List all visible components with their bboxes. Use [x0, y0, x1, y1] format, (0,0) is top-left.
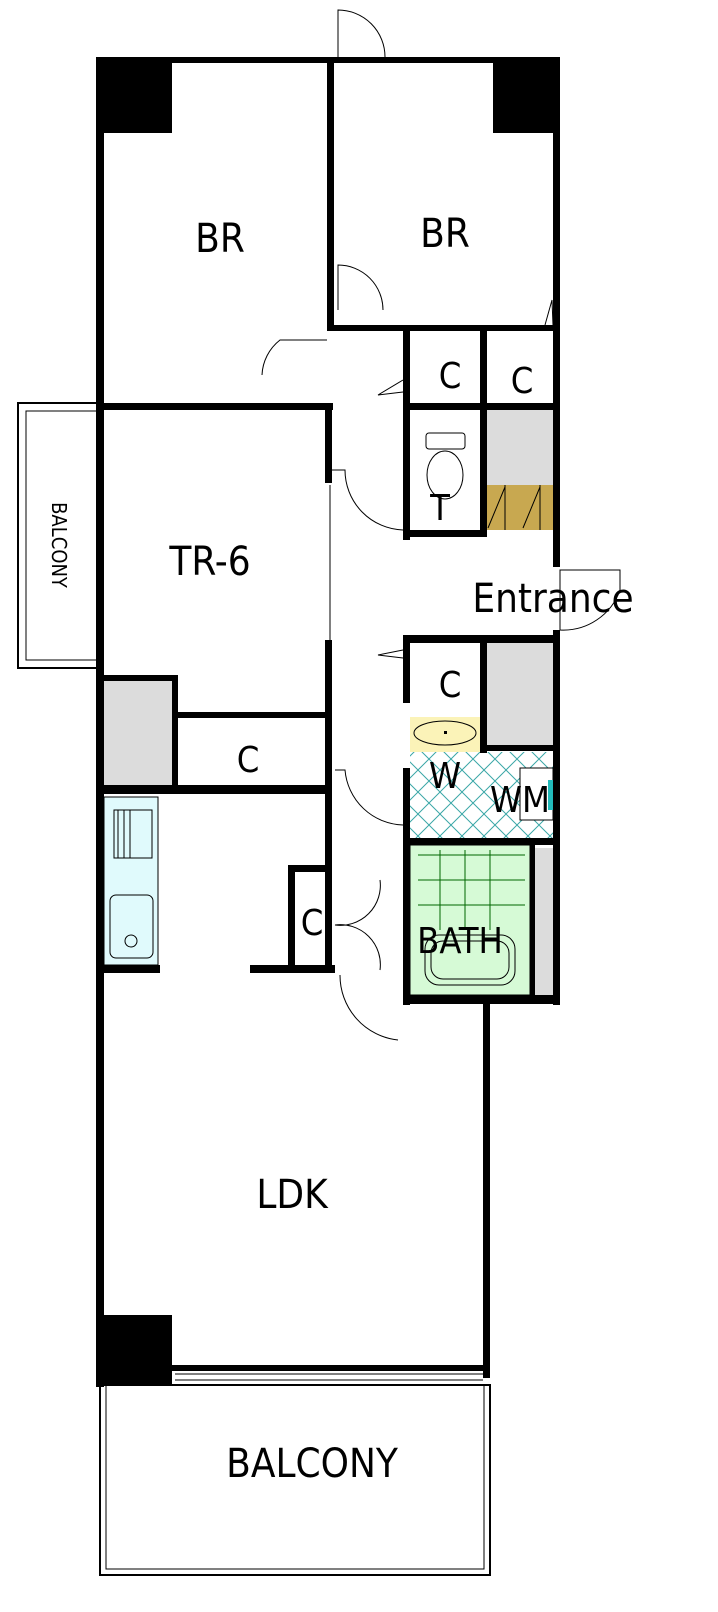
stove-icon: [113, 809, 153, 859]
room-label-br-left: BR: [195, 216, 245, 262]
shoe-box: [487, 485, 553, 530]
storage-gray-2: [487, 643, 553, 745]
washbasin: [410, 717, 480, 752]
closet-label-1: C: [439, 356, 462, 397]
toilet-icon: [425, 432, 466, 500]
room-label-ldk: LDK: [256, 1172, 329, 1218]
toilet-label: T: [429, 488, 450, 529]
kitchen-counter: [103, 796, 159, 966]
sink-icon: [109, 894, 154, 959]
closet-label-3: C: [237, 740, 260, 781]
doors[interactable]: [261, 9, 621, 1041]
storage-gray-4: [535, 848, 553, 995]
closet-label-4: C: [439, 665, 462, 706]
bath-label: BATH: [417, 921, 503, 962]
room-label-tr6: TR-6: [168, 539, 250, 585]
bottom-balcony-label: BALCONY: [226, 1441, 399, 1487]
washing-machine-label: WM: [490, 780, 550, 821]
windows: [99, 140, 483, 1381]
bathtub-icon: [409, 844, 531, 996]
washroom-label: W: [429, 756, 461, 797]
side-balcony-label: BALCONY: [47, 502, 71, 589]
storage-gray-3: [104, 680, 174, 785]
entrance-label: Entrance: [472, 576, 633, 622]
room-label-br-right: BR: [420, 211, 470, 257]
walls: [96, 57, 560, 1387]
washing-machine-icon: [519, 767, 554, 821]
storage-gray-1: [487, 410, 553, 485]
bottom-balcony: [99, 1384, 491, 1576]
closet-label-5: C: [301, 903, 324, 944]
closet-label-2: C: [511, 361, 534, 402]
